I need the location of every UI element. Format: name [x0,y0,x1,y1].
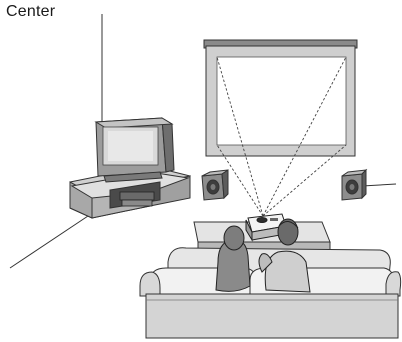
av-receiver [119,191,155,201]
projector [245,213,287,242]
center-speaker-label: Center [6,3,56,20]
projector-lens [256,217,268,223]
viewer-left [215,225,251,292]
screen-surface [216,56,347,146]
television [94,117,175,183]
right-wall-line [361,183,397,187]
viewer-left-head [223,225,245,251]
dvd-player [121,199,153,207]
viewer-left-hair [215,239,251,292]
projection-screen [203,39,358,157]
sofa-base [145,293,399,339]
sofa-armrest-right [385,271,402,297]
left-speaker [201,169,229,201]
tv-base [103,171,163,183]
viewer-right-head [277,218,299,246]
viewer-right-body [264,250,311,293]
projection-beam [216,56,347,217]
viewer-right [258,218,311,293]
sofa-armrest-left [139,271,161,297]
left-floor-line [9,215,89,269]
right-speaker [341,168,368,201]
tv-stand [69,165,192,219]
